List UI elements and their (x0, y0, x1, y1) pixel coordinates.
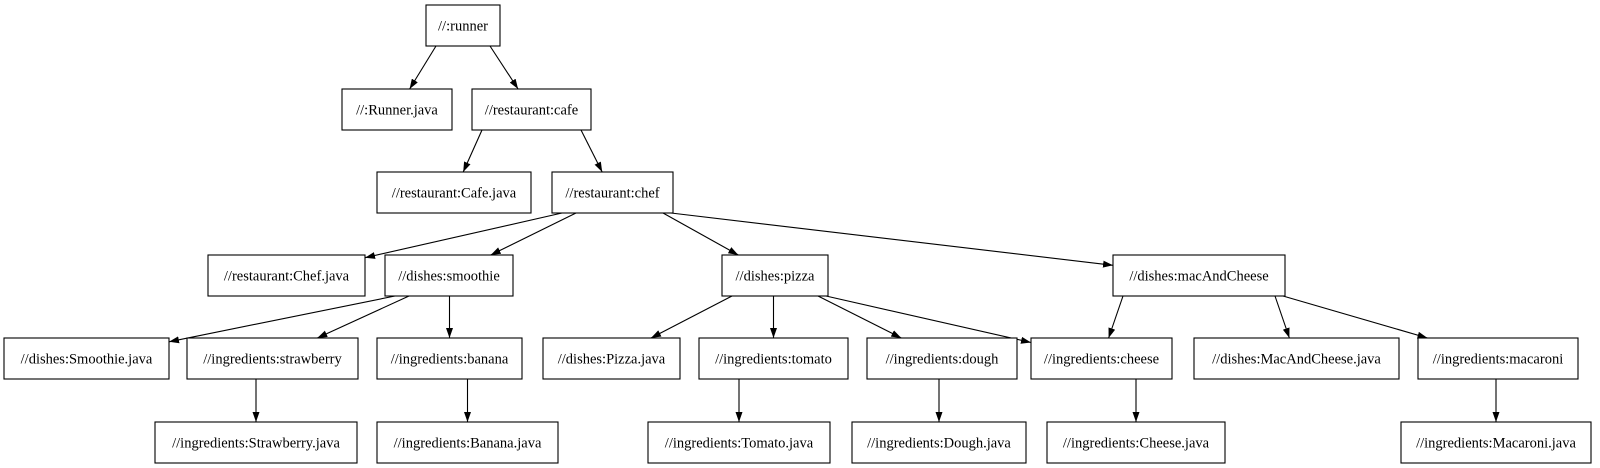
graph-node-cafe_java: //restaurant:Cafe.java (376, 171, 532, 214)
edge-pizza-to-pizza_java (650, 295, 733, 339)
node-label-cheese_java: //ingredients:Cheese.java (1063, 436, 1210, 452)
edge-cafe-to-cafe_java (462, 129, 483, 173)
edge-mac_and_cheese-to-macaroni (1282, 295, 1428, 339)
node-box-mac_and_cheese_java (1193, 337, 1400, 380)
graph-node-dough: //ingredients:dough (866, 337, 1018, 380)
node-box-cafe (471, 88, 592, 131)
node-box-pizza_java (542, 337, 681, 380)
graph-node-tomato_java: //ingredients:Tomato.java (647, 421, 831, 464)
graph-node-runner_java: //:Runner.java (341, 88, 453, 131)
node-box-cheese (1030, 337, 1173, 380)
node-box-banana (376, 337, 523, 380)
node-label-tomato_java: //ingredients:Tomato.java (665, 436, 814, 452)
node-label-cheese: //ingredients:cheese (1044, 352, 1159, 368)
node-box-tomato_java (647, 421, 831, 464)
edge-runner-to-cafe (489, 45, 519, 90)
edge-mac_and_cheese-to-mac_and_cheese_java (1274, 295, 1290, 339)
edge-chef-to-smoothie (490, 212, 577, 256)
node-box-macaroni (1417, 337, 1579, 380)
graph-node-macaroni_java: //ingredients:Macaroni.java (1400, 421, 1592, 464)
node-label-smoothie_java: //dishes:Smoothie.java (21, 352, 153, 368)
graph-node-pizza: //dishes:pizza (721, 254, 829, 297)
node-box-pizza (721, 254, 829, 297)
graph-node-tomato: //ingredients:tomato (698, 337, 849, 380)
node-box-smoothie_java (3, 337, 170, 380)
node-box-strawberry_java (154, 421, 358, 464)
node-label-chef: //restaurant:chef (565, 186, 659, 202)
node-box-smoothie (384, 254, 514, 297)
node-box-cheese_java (1046, 421, 1226, 464)
node-label-runner: //:runner (438, 19, 488, 35)
graph-node-macaroni: //ingredients:macaroni (1417, 337, 1579, 380)
graph-node-chef_java: //restaurant:Chef.java (207, 254, 366, 297)
graph-node-banana_java: //ingredients:Banana.java (376, 421, 559, 464)
edge-pizza-to-dough (817, 295, 902, 339)
graph-node-strawberry: //ingredients:strawberry (186, 337, 359, 380)
edge-smoothie-to-strawberry (317, 295, 410, 339)
node-box-runner_java (341, 88, 453, 131)
edge-chef-to-pizza (662, 212, 739, 256)
node-label-mac_and_cheese: //dishes:macAndCheese (1129, 269, 1268, 285)
node-label-strawberry_java: //ingredients:Strawberry.java (172, 436, 340, 452)
node-box-macaroni_java (1400, 421, 1592, 464)
graph-node-cheese: //ingredients:cheese (1030, 337, 1173, 380)
node-label-chef_java: //restaurant:Chef.java (224, 269, 350, 285)
node-label-strawberry: //ingredients:strawberry (203, 352, 342, 368)
node-label-tomato: //ingredients:tomato (715, 352, 832, 368)
edge-chef-to-chef_java (364, 212, 563, 259)
node-label-pizza: //dishes:pizza (736, 269, 815, 285)
graph-node-cafe: //restaurant:cafe (471, 88, 592, 131)
node-label-banana_java: //ingredients:Banana.java (394, 436, 542, 452)
node-box-chef_java (207, 254, 366, 297)
node-label-runner_java: //:Runner.java (356, 103, 438, 119)
node-box-chef (551, 171, 674, 214)
node-box-banana_java (376, 421, 559, 464)
graph-node-smoothie_java: //dishes:Smoothie.java (3, 337, 170, 380)
node-box-dough (866, 337, 1018, 380)
node-label-pizza_java: //dishes:Pizza.java (558, 352, 666, 368)
edge-cafe-to-chef (580, 129, 603, 173)
node-box-tomato (698, 337, 849, 380)
node-label-cafe: //restaurant:cafe (485, 103, 578, 119)
graph-node-mac_and_cheese: //dishes:macAndCheese (1112, 254, 1286, 297)
edge-pizza-to-cheese (825, 295, 1032, 344)
node-label-dough: //ingredients:dough (886, 352, 1000, 368)
node-label-dough_java: //ingredients:Dough.java (867, 436, 1011, 452)
node-box-dough_java (851, 421, 1027, 464)
graph-node-mac_and_cheese_java: //dishes:MacAndCheese.java (1193, 337, 1400, 380)
node-label-macaroni: //ingredients:macaroni (1433, 352, 1563, 368)
graph-node-chef: //restaurant:chef (551, 171, 674, 214)
graph-node-dough_java: //ingredients:Dough.java (851, 421, 1027, 464)
node-box-strawberry (186, 337, 359, 380)
graph-node-strawberry_java: //ingredients:Strawberry.java (154, 421, 358, 464)
node-box-cafe_java (376, 171, 532, 214)
node-box-runner (425, 4, 501, 47)
edge-runner-to-runner_java (409, 45, 437, 90)
edge-smoothie-to-smoothie_java (168, 295, 396, 344)
edge-mac_and_cheese-to-cheese (1108, 295, 1124, 339)
graph-node-banana: //ingredients:banana (376, 337, 523, 380)
node-label-macaroni_java: //ingredients:Macaroni.java (1416, 436, 1576, 452)
node-label-cafe_java: //restaurant:Cafe.java (392, 186, 517, 202)
node-label-banana: //ingredients:banana (391, 352, 509, 368)
graph-node-pizza_java: //dishes:Pizza.java (542, 337, 681, 380)
node-box-mac_and_cheese (1112, 254, 1286, 297)
edge-chef-to-mac_and_cheese (670, 212, 1114, 268)
node-label-smoothie: //dishes:smoothie (398, 269, 500, 285)
node-label-mac_and_cheese_java: //dishes:MacAndCheese.java (1212, 352, 1381, 368)
graph-node-cheese_java: //ingredients:Cheese.java (1046, 421, 1226, 464)
graph-node-runner: //:runner (425, 4, 501, 47)
graph-node-smoothie: //dishes:smoothie (384, 254, 514, 297)
